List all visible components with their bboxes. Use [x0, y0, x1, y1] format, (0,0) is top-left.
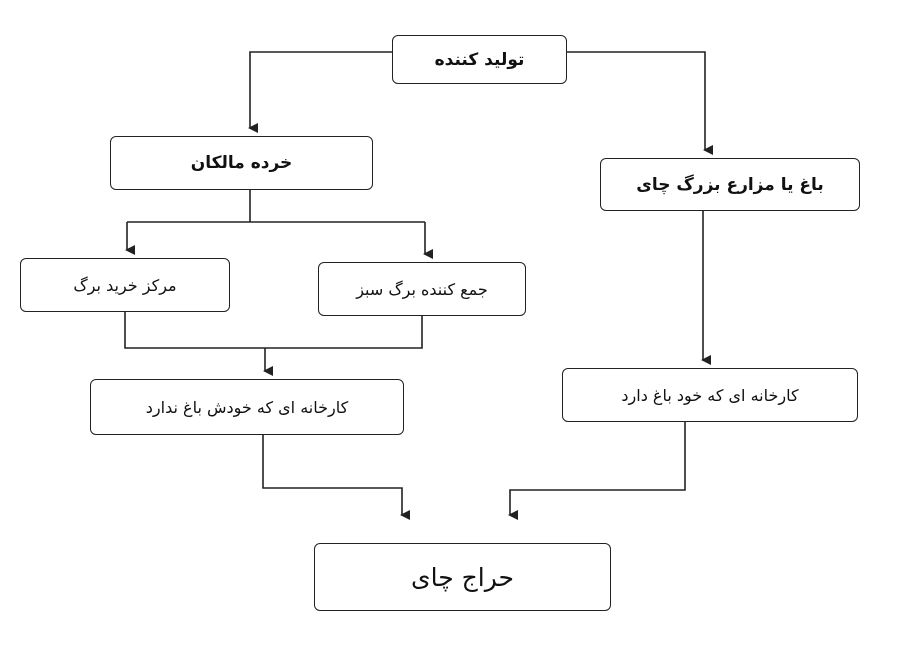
- edge-leaf-center-down: [124, 312, 423, 349]
- leaf-collector-box: جمع کننده برگ سبز: [318, 262, 526, 316]
- tea-auction-box: حراج چای: [314, 543, 611, 611]
- factory-with-garden-box: کارخانه ای که خود باغ دارد: [562, 368, 858, 422]
- factory-no-garden-label: کارخانه ای که خودش باغ ندارد: [145, 397, 349, 417]
- factory-with-garden-label: کارخانه ای که خود باغ دارد: [621, 385, 799, 405]
- smallholders-box: خرده مالکان: [110, 136, 373, 190]
- smallholders-label: خرده مالکان: [190, 153, 293, 173]
- large-garden-label: باغ یا مزارع بزرگ چای: [636, 174, 824, 195]
- producer-label: تولید کننده: [434, 49, 525, 70]
- leaf-center-label: مرکز خرید برگ: [73, 275, 177, 295]
- edge-factory-with-garden-to-auction: [508, 422, 686, 520]
- leaf-collector-label: جمع کننده برگ سبز: [356, 279, 488, 299]
- factory-no-garden-box: کارخانه ای که خودش باغ ندارد: [90, 379, 404, 435]
- tea-auction-label: حراج چای: [411, 562, 514, 592]
- leaf-center-box: مرکز خرید برگ: [20, 258, 230, 312]
- large-garden-box: باغ یا مزارع بزرگ چای: [600, 158, 860, 211]
- edge-producer-to-smallholders: [248, 51, 392, 133]
- producer-box: تولید کننده: [392, 35, 567, 84]
- edge-producer-to-large-garden: [567, 51, 713, 155]
- edge-factory-no-garden-to-auction: [262, 435, 410, 520]
